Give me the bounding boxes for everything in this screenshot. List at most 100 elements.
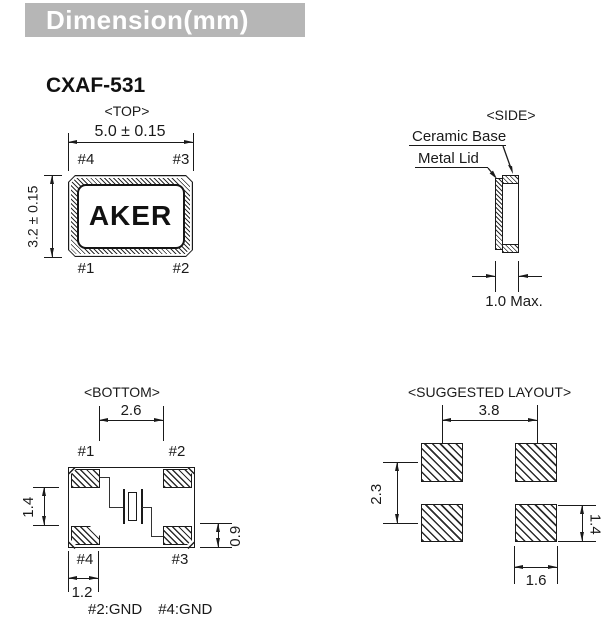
gnd-note-pin2: #2:GND [88, 601, 143, 618]
ext-line [163, 406, 165, 441]
layout-pad-w-dim-label: 1.6 [525, 572, 547, 589]
ext-line [383, 523, 418, 525]
ceramic-base-shape [502, 175, 519, 253]
ext-line [44, 257, 62, 259]
ext-line [537, 405, 539, 443]
crystal-electrode [141, 489, 143, 524]
ext-line [495, 261, 497, 292]
arrowhead [580, 505, 584, 514]
ext-line [518, 261, 520, 292]
top-height-dim-label: 3.2 ± 0.15 [24, 185, 41, 248]
arrowhead [68, 140, 77, 144]
metal-lid-callout: Metal Lid [418, 150, 479, 167]
layout-pad-tl [421, 443, 463, 482]
layout-pad-br [515, 504, 557, 542]
arrowhead [580, 532, 584, 541]
ext-line [68, 133, 70, 171]
arrowhead [519, 274, 528, 278]
crystal-wire [151, 507, 153, 537]
ceramic-base-callout: Ceramic Base [412, 128, 507, 145]
top-pin-label-1: #1 [77, 260, 95, 277]
ceramic-base-leader-arrow [507, 164, 513, 174]
pad-gap-y-dim-label: 1.4 [19, 496, 37, 518]
dim-line [442, 420, 537, 422]
ceramic-base-leader-line [502, 145, 512, 168]
package-marking: AKER [88, 200, 173, 231]
arrowhead [99, 418, 108, 422]
solder-pad-1 [71, 469, 100, 488]
ext-line [558, 505, 596, 507]
crystal-symbol [127, 492, 137, 521]
thickness-dim-label: 1.0 Max. [485, 293, 543, 310]
crystal-wire [142, 507, 152, 509]
arrowhead [514, 565, 523, 569]
top-view-label: <TOP> [104, 103, 150, 119]
dim-line [472, 276, 495, 278]
pitch-x-dim-label: 3.8 [478, 402, 500, 419]
dim-line [68, 578, 98, 580]
crystal-wire [100, 477, 110, 479]
metal-lid-leader-line [487, 167, 494, 174]
dim-line [218, 523, 220, 547]
dim-line [397, 462, 399, 523]
dim-line [44, 487, 46, 525]
dim-line [582, 505, 584, 541]
arrowhead [395, 462, 399, 471]
dim-line [68, 142, 193, 144]
bottom-pin-label-1: #1 [77, 443, 95, 460]
ext-line [193, 133, 195, 171]
ext-line [442, 405, 444, 443]
arrowhead [216, 538, 220, 547]
arrowhead [395, 514, 399, 523]
callout-underline [409, 145, 506, 147]
crystal-wire [109, 507, 124, 509]
ext-line [33, 487, 59, 489]
bottom-pin-label-2: #2 [168, 443, 186, 460]
arrowhead [548, 565, 557, 569]
pad-height-dim-label: 0.9 [226, 525, 244, 547]
solder-pad-2 [163, 469, 192, 488]
arrowhead [42, 487, 46, 496]
ext-line [99, 406, 101, 441]
top-pin-label-3: #3 [172, 151, 190, 168]
header-bar: Dimension(mm) [25, 3, 305, 37]
gnd-note-pin4: #4:GND [158, 601, 213, 618]
bottom-pin-label-3: #3 [171, 551, 189, 568]
arrowhead [89, 576, 98, 580]
pitch-y-dim-label: 2.3 [367, 483, 385, 505]
arrowhead [528, 418, 537, 422]
pad-gap-x-dim-label: 2.6 [120, 402, 142, 419]
arrowhead [50, 248, 54, 257]
crystal-electrode [123, 489, 125, 524]
top-package-outline: AKER [68, 175, 193, 257]
bottom-package-outline [68, 467, 195, 548]
pad-width-dim-label: 1.2 [71, 584, 93, 601]
dim-line [52, 175, 54, 257]
layout-view-label: <SUGGESTED LAYOUT> [408, 384, 572, 400]
solder-pad-3 [163, 526, 192, 545]
top-pin-label-2: #2 [172, 260, 190, 277]
page-title: Dimension(mm) [46, 4, 249, 35]
dim-line [99, 420, 163, 422]
package-lid-face: AKER [76, 183, 185, 249]
crystal-wire [109, 477, 111, 508]
layout-pad-bl [421, 504, 463, 542]
dim-line [519, 276, 542, 278]
part-number: CXAF-531 [46, 74, 146, 97]
bottom-pin-label-4: #4 [76, 551, 94, 568]
layout-pad-h-dim-label: 1.4 [586, 513, 604, 535]
gnd-note: #2:GND #4:GND [88, 601, 213, 619]
solder-pad-4 [71, 526, 100, 545]
arrowhead [216, 523, 220, 532]
callout-underline [415, 167, 488, 169]
ext-line [383, 462, 418, 464]
ext-line [200, 547, 232, 549]
ceramic-pad-bottom [502, 244, 519, 253]
bottom-view-label: <BOTTOM> [84, 384, 160, 400]
arrowhead [68, 576, 77, 580]
top-pin-label-4: #4 [77, 151, 95, 168]
arrowhead [442, 418, 451, 422]
arrowhead [184, 140, 193, 144]
arrowhead [154, 418, 163, 422]
